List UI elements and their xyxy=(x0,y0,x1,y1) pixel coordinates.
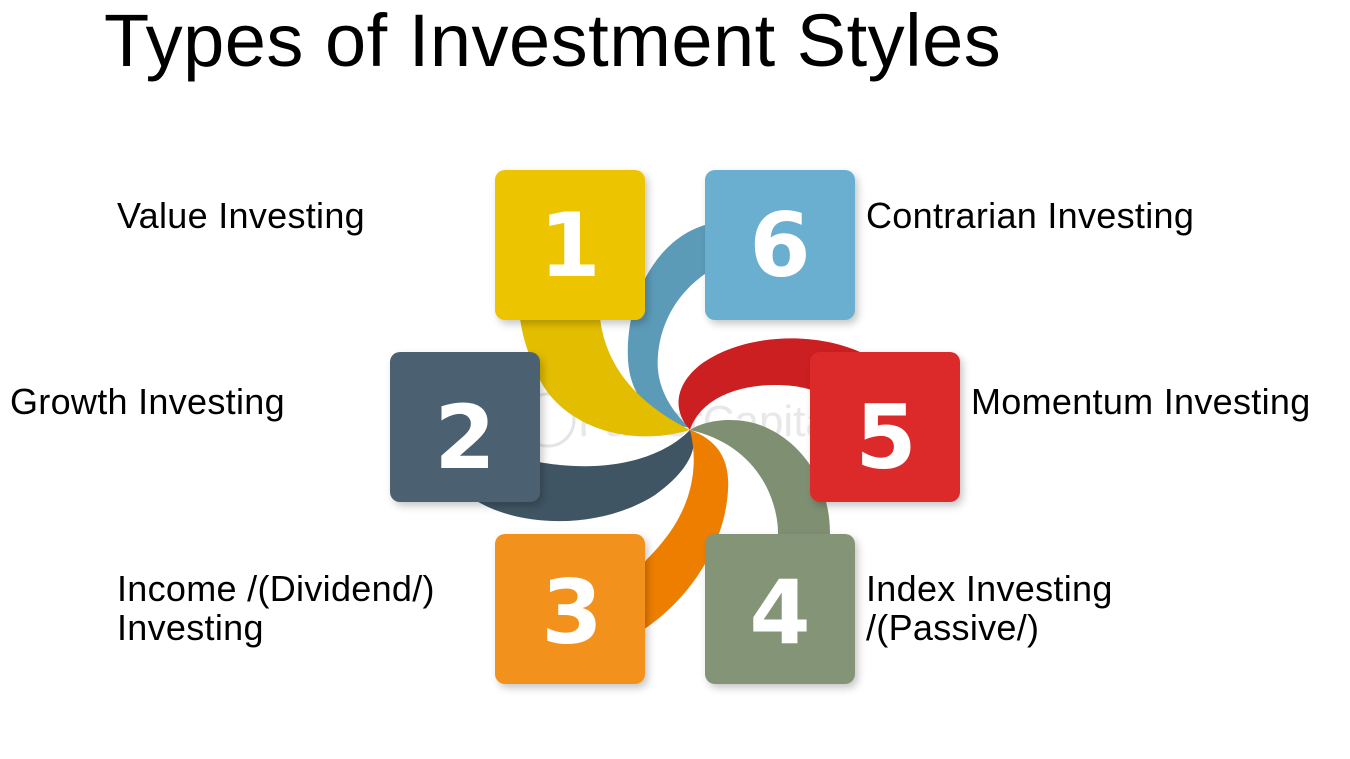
label-value-investing: Value Investing xyxy=(117,195,365,236)
tile-5-box xyxy=(810,352,960,502)
tile-4-number: 4 xyxy=(749,561,810,664)
tile-2: 2 xyxy=(390,352,540,502)
ribbon-3 xyxy=(640,430,729,632)
tile-3: 3 xyxy=(495,534,645,684)
label-momentum-investing: Momentum Investing xyxy=(971,381,1311,422)
ribbon-6 xyxy=(627,225,720,428)
tile-5: 5 xyxy=(810,352,960,502)
tile-4: 4 xyxy=(705,534,855,684)
tile-2-number: 2 xyxy=(434,386,495,489)
tile-2-box xyxy=(390,352,540,502)
tile-5-number: 5 xyxy=(855,386,916,489)
tile-6-box xyxy=(705,170,855,320)
page-title: Types of Investment Styles xyxy=(104,0,1002,82)
tile-4-box xyxy=(705,534,855,684)
tile-6-number: 6 xyxy=(749,194,810,297)
tile-3-number: 3 xyxy=(541,561,602,664)
label-index-investing: Index Investing /(Passive/) xyxy=(866,568,1113,648)
tile-6: 6 xyxy=(705,170,855,320)
ribbon-1 xyxy=(520,318,690,437)
ribbon-4 xyxy=(690,419,830,534)
tile-3-box xyxy=(495,534,645,684)
tile-1-box xyxy=(495,170,645,320)
tile-1: 1 xyxy=(495,170,645,320)
label-income-investing: Income /(Dividend/) Investing xyxy=(117,568,435,648)
tile-1-number: 1 xyxy=(539,194,600,297)
label-contrarian-investing: Contrarian Investing xyxy=(866,195,1195,236)
label-growth-investing: Growth Investing xyxy=(10,381,285,422)
